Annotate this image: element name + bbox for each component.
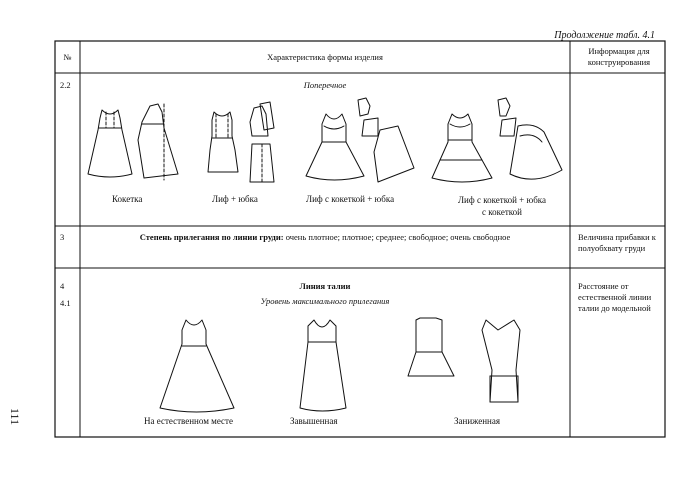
header-characteristic: Характеристика формы изделия (267, 52, 383, 62)
lowered-waist-dress-figure (407, 317, 455, 377)
row-2-2-subtitle: Поперечное (303, 80, 347, 90)
label-lowered-waist: Заниженная (454, 416, 500, 426)
row-3-body: очень плотное; плотное; среднее; свободн… (283, 232, 511, 242)
bodice-yoke-skirt-figure (305, 97, 415, 183)
label-raised-waist: Завышенная (290, 416, 338, 426)
bodice-skirt-figure (207, 101, 275, 183)
yoke-dress-figure (87, 103, 179, 181)
table-continuation-caption: Продолжение табл. 4.1 (554, 30, 655, 41)
row-2-2-number: 2.2 (60, 80, 71, 90)
row-3-info: Величина прибавки к полуобхвату груди (578, 232, 656, 253)
row-4-title: Линия талии (299, 281, 351, 291)
row-4-info: Расстояние от естественной линии талии д… (578, 281, 652, 313)
row-4-number: 4 (60, 281, 65, 291)
natural-waist-dress-figure (159, 319, 235, 413)
header-info: Информация для конструирования (587, 46, 651, 67)
row-3-title: Степень прилегания по линии груди: (139, 232, 284, 242)
row-4-1-subtitle: Уровень максимального прилегания (260, 296, 390, 306)
label-yoke: Кокетка (112, 194, 143, 204)
raised-waist-dress-figure (299, 319, 347, 412)
label-bodice-skirt: Лиф + юбка (212, 194, 258, 204)
bodice-yoke-skirt-yoke-figure (431, 97, 563, 183)
label-natural-waist: На естественном месте (144, 416, 233, 426)
lowered-waist-tunic-figure (481, 319, 521, 403)
header-num: № (63, 52, 72, 62)
row-3-text: Степень прилегания по линии груди: очень… (80, 232, 570, 243)
row-4-1-number: 4.1 (60, 298, 71, 308)
label-bodice-yoke-skirt: Лиф с кокеткой + юбка (306, 194, 395, 204)
row-3-number: 3 (60, 232, 65, 242)
